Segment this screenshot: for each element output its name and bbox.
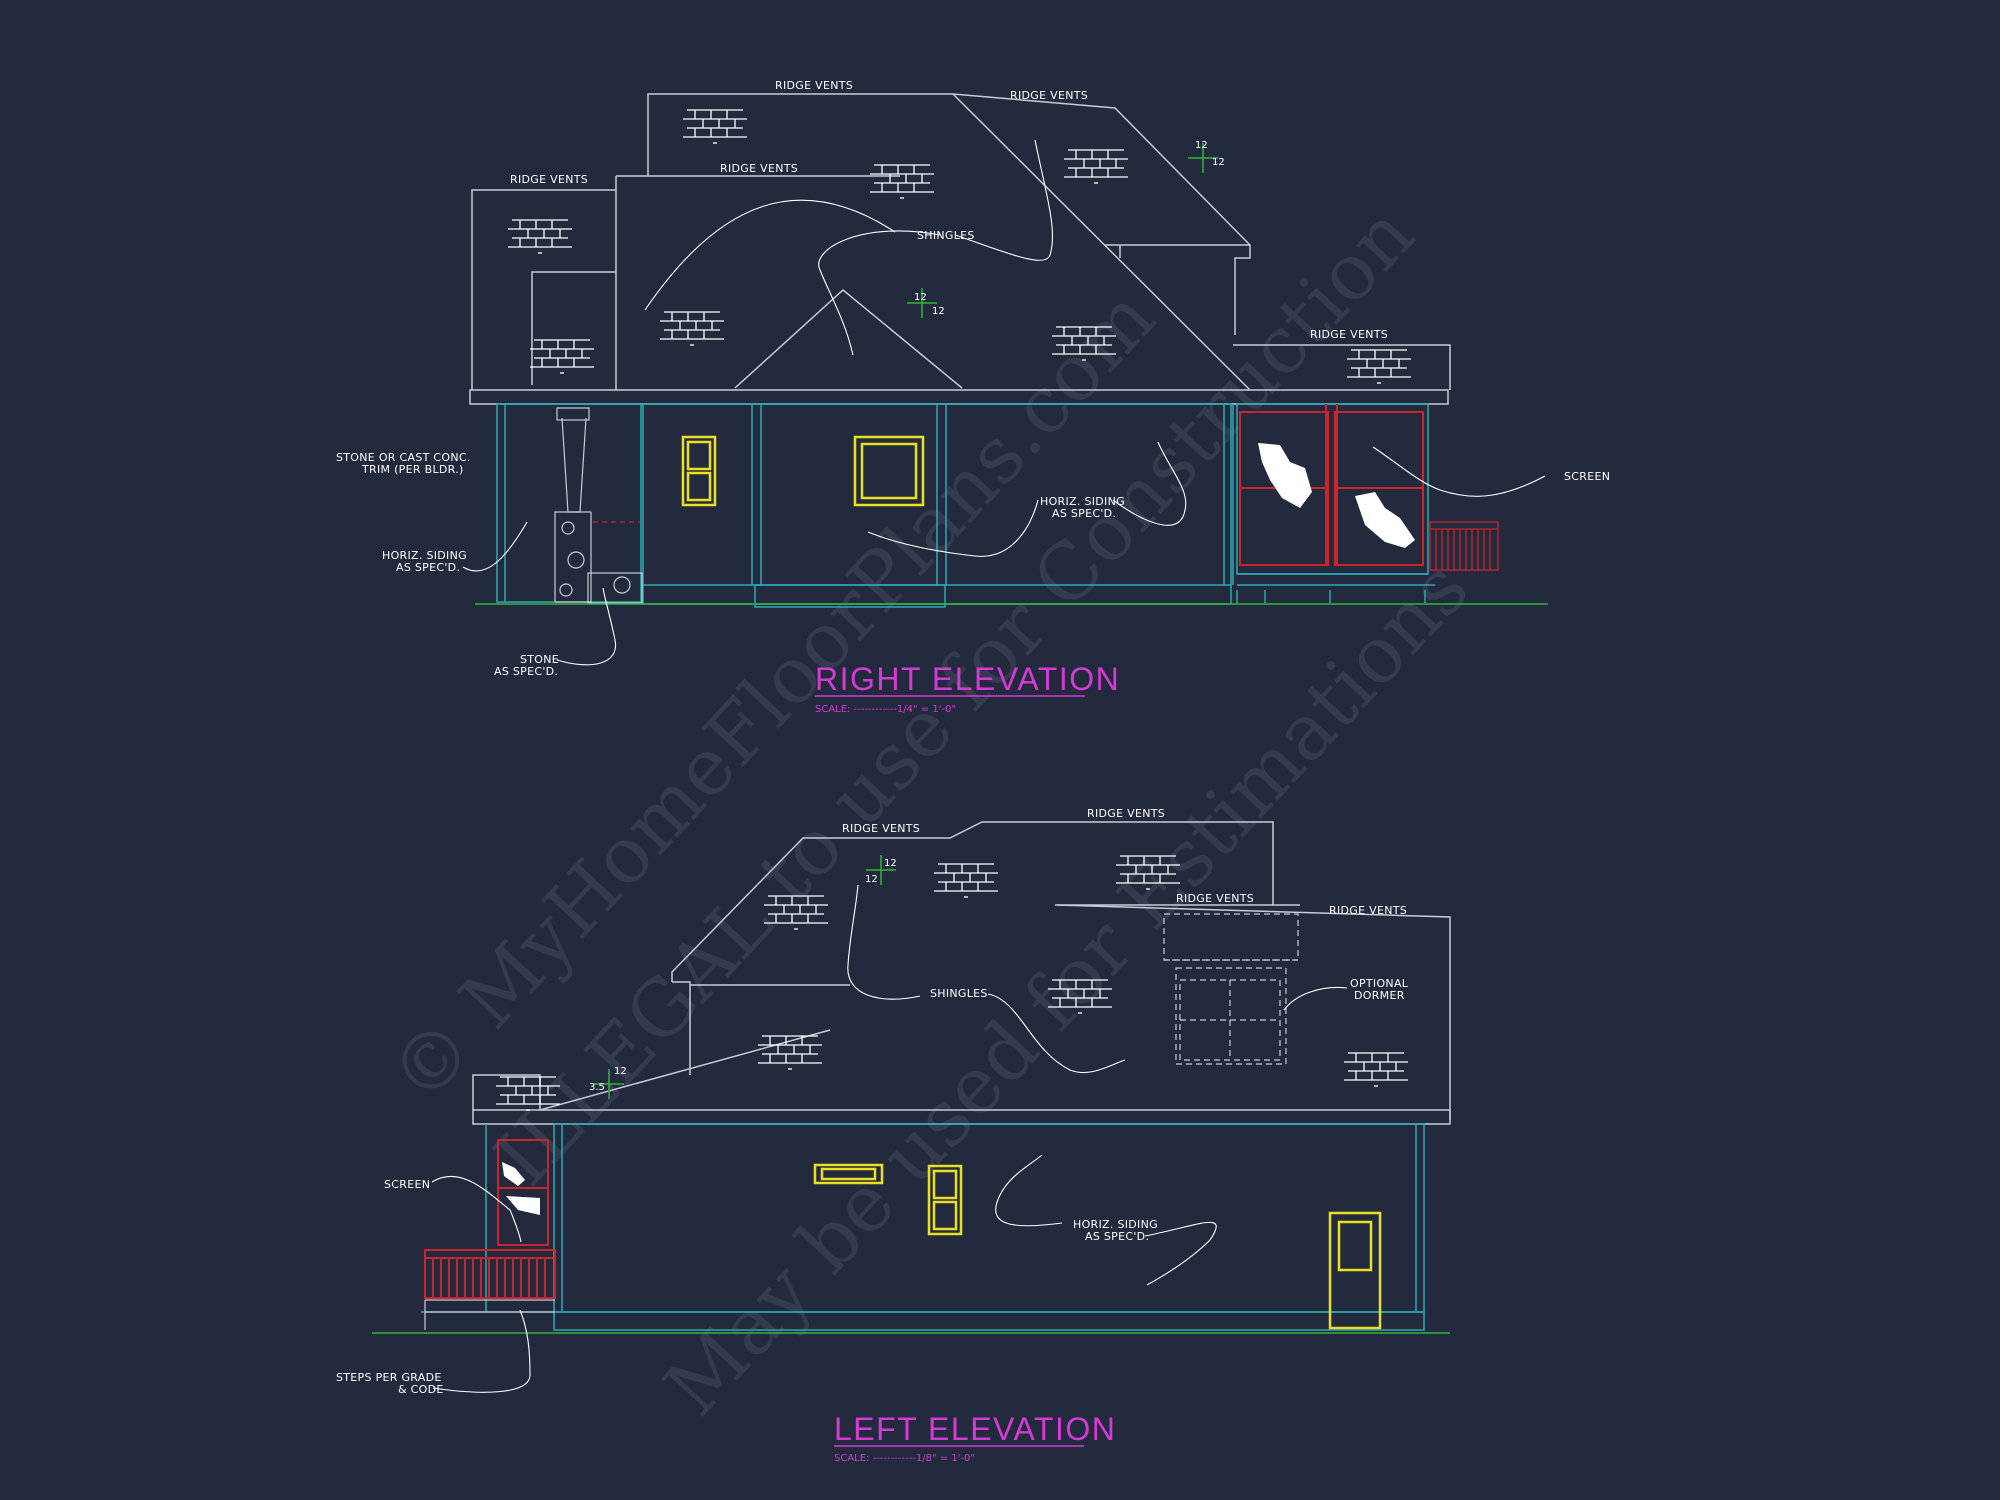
right-trim-label-line1: STONE OR CAST CONC. xyxy=(336,451,471,464)
left-siding-label-line1: HORIZ. SIDING xyxy=(1073,1218,1158,1231)
right-ridge-vents-label-4: RIDGE VENTS xyxy=(510,173,588,186)
right-porch-column xyxy=(554,407,643,604)
left-pitch-rise-2: 12 xyxy=(614,1066,627,1077)
left-elevation-title: LEFT ELEVATION xyxy=(834,1411,1116,1447)
right-ridge-vents-label-1: RIDGE VENTS xyxy=(775,79,853,92)
right-pitch-rise-1: 12 xyxy=(1195,140,1208,151)
left-dormer-label-line2: DORMER xyxy=(1354,989,1405,1002)
shingle-symbol xyxy=(869,164,935,199)
right-screen-porch xyxy=(1239,404,1424,566)
left-dormer xyxy=(1163,913,1299,1065)
left-dormer-label-line1: OPTIONAL xyxy=(1350,977,1409,990)
left-shingles-label: SHINGLES xyxy=(930,987,988,1000)
right-elevation-title: RIGHT ELEVATION xyxy=(815,661,1120,697)
left-leader-lines xyxy=(431,884,1348,1393)
left-ridge-vents-label-1: RIDGE VENTS xyxy=(842,822,920,835)
right-pitch-marks xyxy=(907,143,1218,318)
watermark: © MyHomeFloorPlans.com ILLEGAL to use fo… xyxy=(373,190,1486,1433)
shingle-symbol xyxy=(659,311,725,346)
right-picture-window xyxy=(853,435,925,507)
left-porch-steps xyxy=(424,1299,555,1330)
right-ridge-vents-label-3: RIDGE VENTS xyxy=(720,162,798,175)
left-screen-porch xyxy=(424,1139,556,1299)
right-double-hung-window xyxy=(681,435,717,507)
left-pitch-run-1: 12 xyxy=(865,874,878,885)
left-ridge-vents-label-3: RIDGE VENTS xyxy=(1176,892,1254,905)
left-entry-door xyxy=(1328,1211,1382,1330)
right-ridge-vents-label-2: RIDGE VENTS xyxy=(1010,89,1088,102)
right-scale-note: SCALE: ------------1/4" = 1'-0" xyxy=(815,704,956,715)
left-transom-window xyxy=(813,1163,884,1185)
right-screen-glare xyxy=(1258,443,1415,548)
right-screen-label: SCREEN xyxy=(1564,470,1610,483)
left-ridge-vents-label-2: RIDGE VENTS xyxy=(1087,807,1165,820)
left-ridge-vents-label-4: RIDGE VENTS xyxy=(1329,904,1407,917)
right-siding-label-left-line2: AS SPEC'D. xyxy=(396,561,460,574)
left-pitch-rise-1: 12 xyxy=(884,858,897,869)
right-ridge-vents-label-5: RIDGE VENTS xyxy=(1310,328,1388,341)
right-siding-label-mid-line1: HORIZ. SIDING xyxy=(1040,495,1125,508)
left-scale-note: SCALE: ------------1/8" = 1'-0" xyxy=(834,1453,975,1464)
right-siding-label-mid-line2: AS SPEC'D. xyxy=(1052,507,1116,520)
left-pitch-marks xyxy=(594,855,896,1099)
left-siding-label-line2: AS SPEC'D. xyxy=(1085,1230,1149,1243)
right-stone-label-line1: STONE xyxy=(520,653,559,666)
right-pitch-rise-2: 12 xyxy=(914,292,927,303)
left-pitch-run-2: 3.5 xyxy=(589,1082,605,1093)
right-pitch-run-2: 12 xyxy=(932,306,945,317)
right-porch-railing xyxy=(1429,521,1499,571)
right-windows xyxy=(681,435,925,507)
right-siding-label-left-line1: HORIZ. SIDING xyxy=(382,549,467,562)
left-elevation: 12 12 12 3.5 RIDGE VENTS RIDGE VENTS RID… xyxy=(336,807,1451,1464)
left-windows-doors xyxy=(813,1163,1382,1330)
right-elevation: 12 12 12 12 RIDGE VENTS RIDGE VENTS RIDG… xyxy=(336,79,1610,715)
left-screen-glare xyxy=(502,1162,540,1215)
right-pitch-run-1: 12 xyxy=(1212,157,1225,168)
shingle-symbol xyxy=(507,219,573,254)
right-shingles-label: SHINGLES xyxy=(917,229,975,242)
left-screen-label: SCREEN xyxy=(384,1178,430,1191)
right-stone-label-line2: AS SPEC'D. xyxy=(494,665,558,678)
shingle-symbol xyxy=(1346,349,1412,384)
left-steps-label-line1: STEPS PER GRADE xyxy=(336,1371,442,1384)
right-leader-lines xyxy=(462,139,1546,666)
shingle-symbol xyxy=(529,339,595,374)
shingle-symbol xyxy=(933,863,999,898)
left-steps-label-line2: & CODE xyxy=(398,1383,444,1396)
shingle-symbol xyxy=(1343,1052,1409,1087)
shingle-symbol xyxy=(1063,149,1129,184)
shingle-symbol xyxy=(682,109,748,144)
right-trim-label-line2: TRIM (PER BLDR.) xyxy=(361,463,464,476)
